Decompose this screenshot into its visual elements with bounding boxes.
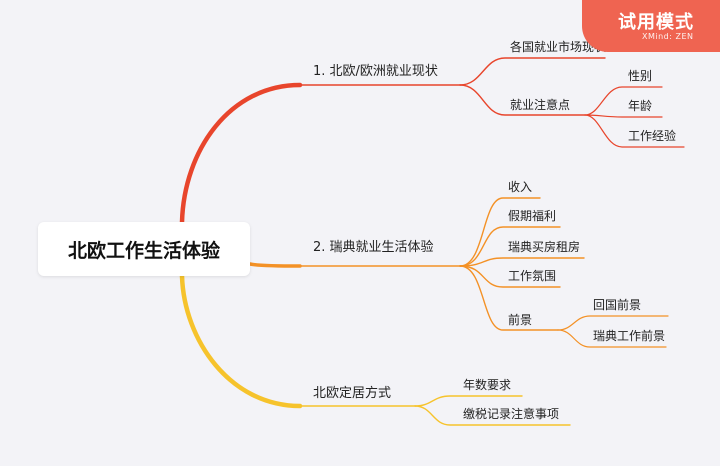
subtopic-tax-record[interactable]: 缴税记录注意事项 xyxy=(463,407,560,421)
subtopic-work-experience[interactable]: 工作经验 xyxy=(628,129,677,143)
branch-1-connectors xyxy=(179,57,685,225)
branch-1-topic[interactable]: 1. 北欧/欧洲就业现状 xyxy=(313,64,438,79)
connector-income xyxy=(459,197,541,267)
subtopic-age[interactable]: 年龄 xyxy=(628,99,653,113)
subtopic-employment-notes[interactable]: 就业注意点 xyxy=(510,98,571,112)
connector-housing xyxy=(459,257,585,267)
connector-age xyxy=(584,114,663,118)
subtopic-return-prospects[interactable]: 回国前景 xyxy=(593,298,642,312)
connector-work-atmosphere xyxy=(459,265,561,288)
subtopic-gender[interactable]: 性别 xyxy=(628,69,653,83)
connector-work-experience xyxy=(584,114,685,148)
root-topic[interactable]: 北欧工作生活体验 xyxy=(38,222,250,276)
connector-employment-market xyxy=(459,57,606,86)
subtopic-work-atmosphere[interactable]: 工作氛围 xyxy=(508,269,557,283)
subtopic-employment-market[interactable]: 各国就业市场现状 xyxy=(510,40,607,54)
connector-employment-notes xyxy=(459,84,586,116)
root-to-branch-2 xyxy=(248,262,302,268)
connector-tax-record xyxy=(414,405,571,426)
connector-holiday-benefits xyxy=(459,226,561,267)
root-topic-label: 北欧工作生活体验 xyxy=(67,239,220,262)
trial-mode-subtitle: XMind: ZEN xyxy=(642,32,694,41)
subtopic-prospects[interactable]: 前景 xyxy=(508,313,533,327)
root-to-branch-1 xyxy=(179,82,303,225)
connector-gender xyxy=(584,86,663,116)
branch-2-connectors xyxy=(248,197,669,348)
subtopic-holiday-benefits[interactable]: 假期福利 xyxy=(508,209,557,223)
trial-mode-title: 试用模式 xyxy=(618,12,694,33)
subtopic-years-requirement[interactable]: 年数要求 xyxy=(463,378,512,392)
connector-prospects xyxy=(459,265,559,331)
subtopic-sweden-prospects[interactable]: 瑞典工作前景 xyxy=(593,329,666,343)
subtopic-housing[interactable]: 瑞典买房租房 xyxy=(508,240,581,254)
connector-return-prospects xyxy=(557,315,669,331)
branch-3-connectors xyxy=(179,273,571,426)
root-to-branch-3 xyxy=(179,273,303,409)
branch-3-topic[interactable]: 北欧定居方式 xyxy=(313,386,392,401)
trial-mode-badge[interactable]: 试用模式 XMind: ZEN xyxy=(582,0,720,52)
branch-2-topic[interactable]: 2. 瑞典就业生活体验 xyxy=(313,240,434,255)
connector-years-requirement xyxy=(414,395,523,407)
subtopic-income[interactable]: 收入 xyxy=(508,180,533,194)
connector-sweden-prospects xyxy=(557,329,667,348)
